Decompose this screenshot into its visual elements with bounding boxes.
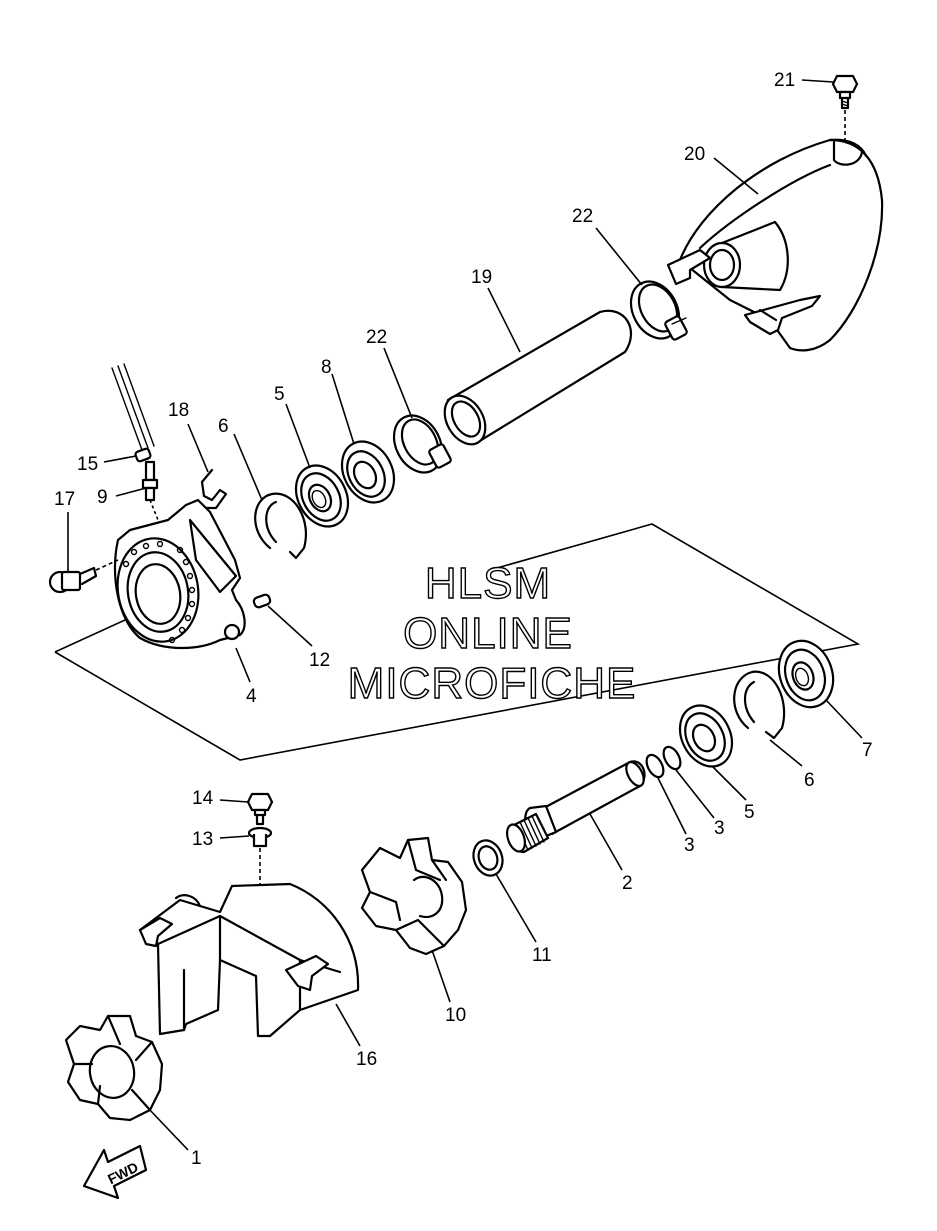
part-5-bearing-upper <box>294 464 350 528</box>
part-22-clamp-lower <box>392 414 452 474</box>
part-9-nipple <box>141 460 159 521</box>
callout-10: 10 <box>445 1005 466 1026</box>
callout-6-upper: 6 <box>218 416 229 437</box>
watermark: HLSM ONLINE MICROFICHE <box>347 558 637 708</box>
callout-2: 2 <box>622 873 633 894</box>
watermark-line-3: MICROFICHE <box>348 659 637 708</box>
callout-19: 19 <box>471 267 492 288</box>
callout-5-lower: 5 <box>744 802 755 823</box>
callout-14: 14 <box>192 788 214 809</box>
watermark-line-1: HLSM <box>425 559 551 608</box>
part-17-bolt <box>48 559 119 594</box>
part-20-nozzle-housing <box>666 138 884 352</box>
part-12-pin <box>252 593 272 609</box>
part-21-bolt <box>831 74 859 140</box>
part-10-coupler <box>360 836 468 956</box>
callout-labels: 21 20 22 19 22 8 5 18 6 15 9 17 12 4 7 6… <box>54 70 873 1169</box>
part-14-bolt <box>246 792 274 826</box>
part-8-oil-seal <box>340 440 396 504</box>
callout-13: 13 <box>192 829 213 850</box>
callout-6-lower: 6 <box>804 770 815 791</box>
part-18-clip <box>200 468 228 510</box>
part-5-bearing-lower <box>678 704 734 768</box>
watermark-line-2: ONLINE <box>403 609 573 658</box>
part-19-sleeve <box>443 309 633 446</box>
part-6-circlip-lower <box>733 670 786 740</box>
callout-15: 15 <box>77 454 98 475</box>
callout-1: 1 <box>191 1148 202 1169</box>
callout-16: 16 <box>356 1049 377 1070</box>
fwd-direction-arrow: FWD <box>82 1144 148 1200</box>
part-15-fitting <box>111 363 155 463</box>
part-2-shaft <box>505 760 646 854</box>
callout-3-right: 3 <box>714 818 725 839</box>
callout-12: 12 <box>309 650 330 671</box>
callout-17: 17 <box>54 489 75 510</box>
callout-9: 9 <box>97 487 108 508</box>
callout-3-left: 3 <box>684 835 695 856</box>
callout-5-upper: 5 <box>274 384 285 405</box>
leader-lines <box>67 79 863 1151</box>
callout-22-upper: 22 <box>572 206 593 227</box>
callout-8: 8 <box>321 357 332 378</box>
part-13-collar <box>247 826 273 884</box>
callout-22-lower: 22 <box>366 327 387 348</box>
callout-21: 21 <box>774 70 795 91</box>
part-4-duct-housing <box>113 498 246 650</box>
part-16-housing <box>138 882 360 1038</box>
part-1-damper <box>64 1014 164 1122</box>
callout-4: 4 <box>246 686 257 707</box>
part-6-circlip-upper <box>254 492 307 560</box>
part-11-spacer <box>472 839 504 877</box>
callout-7: 7 <box>862 740 873 761</box>
callout-11: 11 <box>532 945 552 966</box>
part-3-o-rings <box>645 745 682 779</box>
callout-18: 18 <box>168 400 189 421</box>
part-7-bearing <box>777 639 835 709</box>
callout-20: 20 <box>684 144 705 165</box>
